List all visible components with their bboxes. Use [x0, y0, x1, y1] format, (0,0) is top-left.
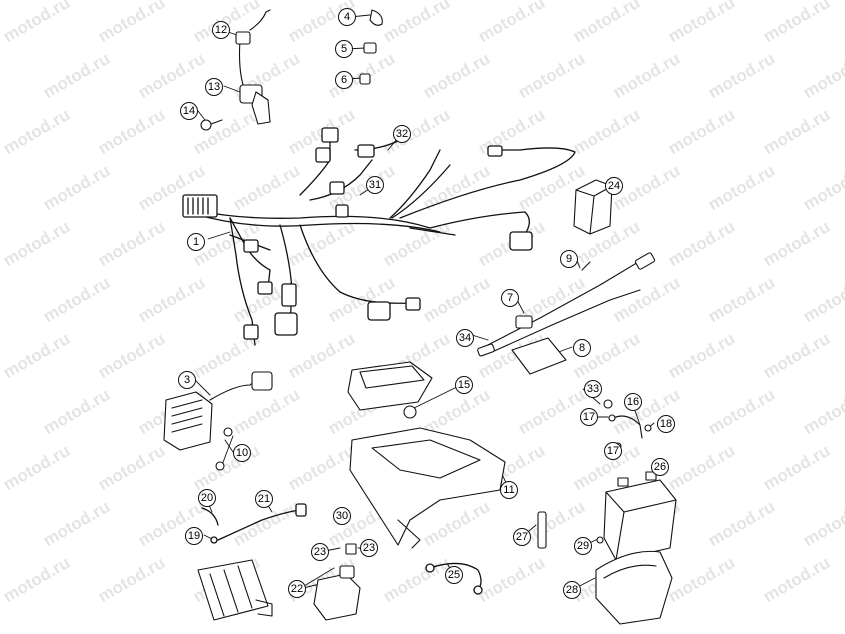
- callout-14: 14: [180, 102, 198, 120]
- callout-11: 11: [500, 481, 518, 499]
- small-parts-top: [359, 9, 383, 85]
- sensor-cables: [477, 252, 656, 375]
- callout-13: 13: [205, 78, 223, 96]
- callout-8: 8: [573, 339, 591, 357]
- starter-motor: [197, 559, 273, 621]
- callout-17b: 17: [604, 442, 622, 460]
- callout-22: 22: [288, 580, 306, 598]
- battery: [603, 471, 677, 561]
- callout-29: 29: [574, 537, 592, 555]
- callout-34: 34: [456, 329, 474, 347]
- battery-cables: [603, 399, 652, 450]
- ground-cable: [425, 562, 483, 595]
- callout-28: 28: [563, 581, 581, 599]
- callout-30: 30: [333, 507, 351, 525]
- callout-25: 25: [445, 566, 463, 584]
- electric-tray: [349, 405, 506, 549]
- callout-1: 1: [187, 233, 205, 251]
- callout-4: 4: [338, 8, 356, 26]
- callout-27: 27: [513, 528, 531, 546]
- callout-24: 24: [605, 177, 623, 195]
- callout-17a: 17: [580, 408, 598, 426]
- callout-5: 5: [335, 40, 353, 58]
- fuse-strap: [537, 511, 547, 549]
- callout-20: 20: [198, 489, 216, 507]
- voltage-regulator: [163, 371, 273, 471]
- wiring-harness: [182, 127, 576, 346]
- callout-10: 10: [233, 444, 251, 462]
- callout-21: 21: [255, 490, 273, 508]
- callout-19: 19: [185, 527, 203, 545]
- callout-3: 3: [178, 371, 196, 389]
- switch-assembly: [200, 9, 271, 131]
- callout-23b: 23: [360, 539, 378, 557]
- callout-6: 6: [335, 71, 353, 89]
- callout-15: 15: [455, 376, 473, 394]
- starter-relay: [313, 511, 361, 621]
- callout-9: 9: [560, 250, 578, 268]
- battery-cover: [595, 536, 673, 625]
- callout-31: 31: [366, 176, 384, 194]
- callout-16: 16: [624, 393, 642, 411]
- ecu-unit: [347, 361, 433, 411]
- callout-12: 12: [212, 21, 230, 39]
- callout-32: 32: [393, 125, 411, 143]
- callout-33: 33: [584, 380, 602, 398]
- callout-18: 18: [657, 415, 675, 433]
- callout-7: 7: [501, 289, 519, 307]
- starter-cable: [201, 503, 307, 544]
- callout-23a: 23: [311, 543, 329, 561]
- callout-26: 26: [651, 458, 669, 476]
